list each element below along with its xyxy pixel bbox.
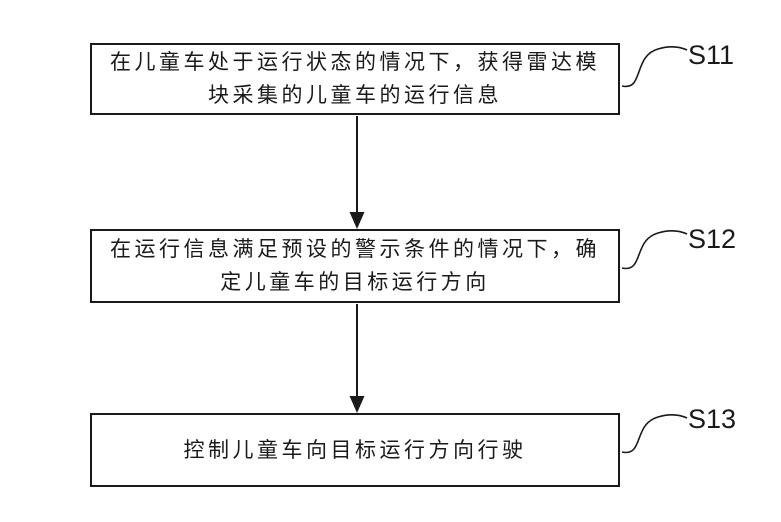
flow-step-box-1: 在儿童车处于运行状态的情况下，获得雷达模 块采集的儿童车的运行信息 <box>90 43 620 115</box>
flow-step-box-2: 在运行信息满足预设的警示条件的情况下，确 定儿童车的目标运行方向 <box>90 229 620 303</box>
leader-line-s13 <box>621 414 688 454</box>
step-3-text-line-1: 控制儿童车向目标运行方向行驶 <box>183 437 527 462</box>
step-2-text-line-1: 在运行信息满足预设的警示条件的情况下，确 <box>110 237 600 261</box>
step-2-text-line-2: 定儿童车的目标运行方向 <box>220 270 490 294</box>
step-1-text-line-2: 块采集的儿童车的运行信息 <box>208 83 502 107</box>
flow-arrow-1 <box>349 116 365 229</box>
step-label-s13: S13 <box>688 404 737 434</box>
leader-line-s11 <box>621 46 688 88</box>
leader-line-s12 <box>621 230 688 270</box>
flow-step-box-3: 控制儿童车向目标运行方向行驶 <box>90 413 620 487</box>
step-1-text-line-1: 在儿童车处于运行状态的情况下，获得雷达模 <box>110 50 600 74</box>
step-label-s12: S12 <box>688 224 737 254</box>
step-label-s11: S11 <box>688 40 735 70</box>
flow-arrow-2 <box>349 304 365 413</box>
